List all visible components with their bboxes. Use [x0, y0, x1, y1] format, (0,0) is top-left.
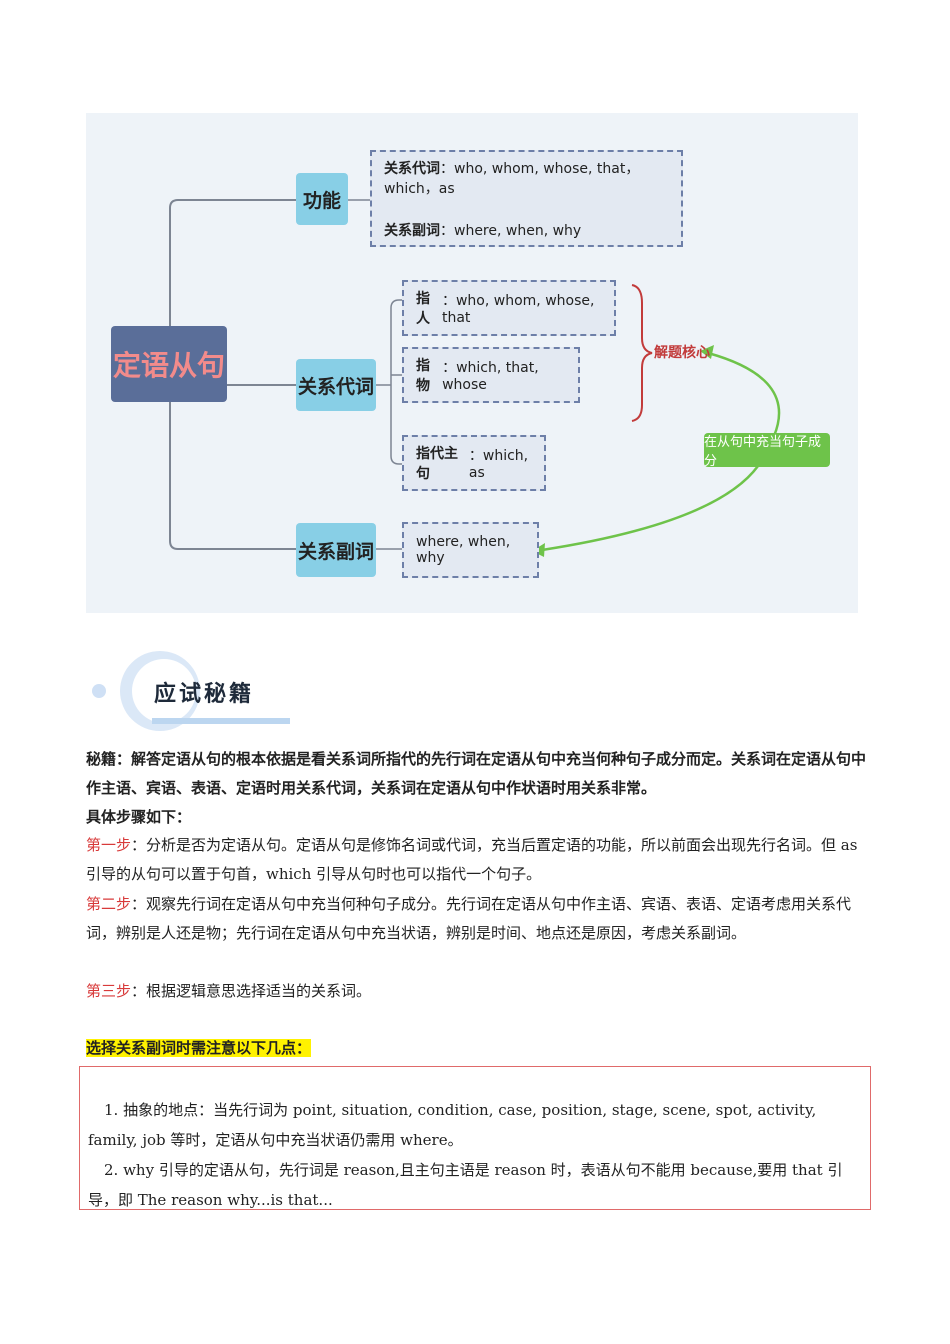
step-1-label: 第一步: [86, 836, 132, 854]
green-label: 在从句中充当句子成分: [704, 433, 830, 469]
step-3-label: 第三步: [86, 982, 132, 1000]
step-2-label: 第二步: [86, 895, 132, 913]
branch-function: 功能: [296, 173, 348, 225]
leaf-person: 指人：who, whom, whose, that: [402, 280, 616, 336]
note-item-1: 1. 抽象的地点：当先行词为 point, situation, conditi…: [88, 1101, 817, 1149]
note-title-row: 选择关系副词时需注意以下几点：: [86, 1034, 866, 1063]
leaf-function: 关系代词：who, whom, whose, that，which，as 关系副…: [370, 150, 683, 247]
step-1-text: ：分析是否为定语从句。定语从句是修饰名词或代词，充当后置定语的功能，所以前面会出…: [86, 836, 858, 883]
branch-relative-adverb: 关系副词: [296, 523, 376, 577]
mind-map: 定语从句 功能 关系代词 关系副词 关系代词：who, whom, whose,…: [86, 113, 858, 613]
mindmap-root: 定语从句: [111, 326, 227, 402]
leaf-thing: 指物：which, that, whose: [402, 347, 580, 403]
leaf-function-line1: 关系代词：who, whom, whose, that，which，as: [384, 160, 640, 197]
step-3-text: ：根据逻辑意思选择适当的关系词。: [131, 982, 372, 1000]
leaf-function-line2: 关系副词：where, when, why: [384, 222, 582, 239]
heading-decoration: [92, 651, 290, 731]
step-2: 第二步：观察先行词在定语从句中充当何种句子成分。先行词在定语从句中作主语、宾语、…: [86, 890, 866, 948]
branch-relative-pronoun: 关系代词: [296, 359, 376, 411]
section-heading: 应试秘籍: [90, 648, 290, 734]
leaf-adverb: where, when, why: [402, 522, 539, 578]
step-3: 第三步：根据逻辑意思选择适当的关系词。: [86, 977, 866, 1006]
steps-title: 具体步骤如下：: [86, 808, 192, 826]
note-box: 1. 抽象的地点：当先行词为 point, situation, conditi…: [79, 1066, 871, 1210]
leaf-main-clause: 指代主句：which, as: [402, 435, 546, 491]
secret-paragraph: 秘籍：解答定语从句的根本依据是看关系词所指代的先行词在定语从句中充当何种句子成分…: [86, 750, 867, 797]
core-label: 解题核心: [654, 345, 710, 361]
note-title: 选择关系副词时需注意以下几点：: [86, 1039, 312, 1057]
heading-title: 应试秘籍: [154, 682, 255, 707]
step-1: 第一步：分析是否为定语从句。定语从句是修饰名词或代词，充当后置定语的功能，所以前…: [86, 831, 866, 889]
note-item-2: 2. why 引导的定语从句，先行词是 reason,且主句主语是 reason…: [88, 1161, 843, 1209]
step-2-text: ：观察先行词在定语从句中充当何种句子成分。先行词在定语从句中作主语、宾语、表语、…: [86, 895, 852, 942]
